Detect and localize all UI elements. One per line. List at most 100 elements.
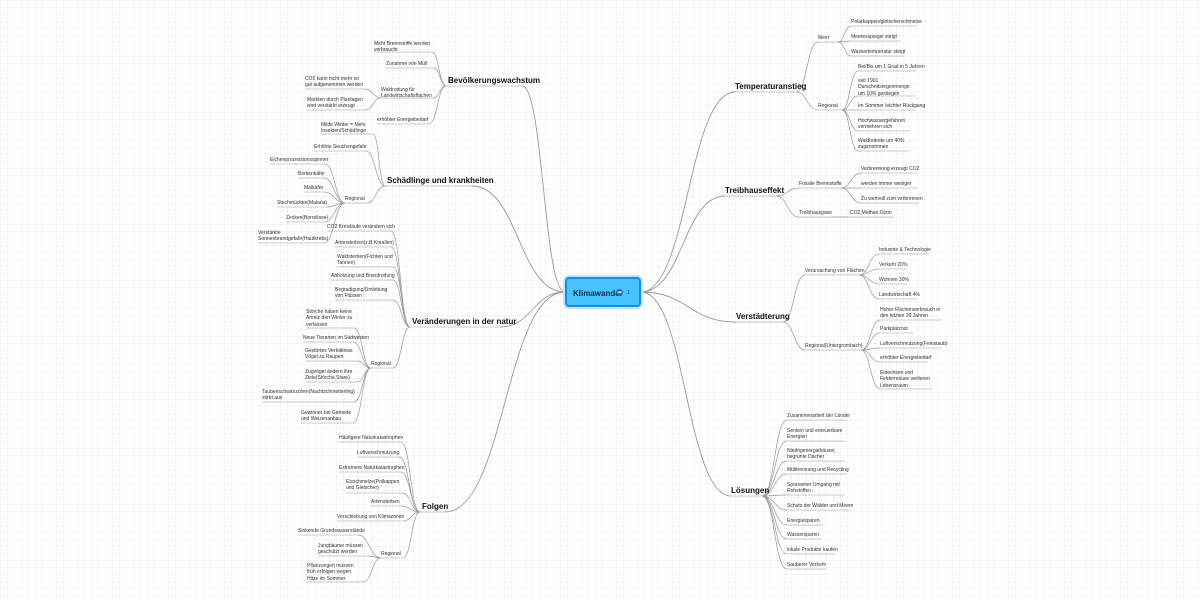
node-sommer-rueckgang[interactable]: Im Sommer leichter Rückgang [858, 103, 926, 109]
connector [431, 51, 447, 87]
node-energiebedarf-1[interactable]: erhöhter Energiebedarf [377, 117, 429, 123]
node-co2-kreislaeufe[interactable]: CO2 Kreisläufe verändern sich [327, 224, 396, 230]
node-zugvoegel[interactable]: Zugvögel ändern ihre Ziele(Störche,Stare… [305, 369, 353, 382]
node-lokale-produkte[interactable]: lokale Produkte kaufen [787, 547, 838, 553]
node-artensterben-korallen[interactable]: Artensterben(z.B.Korallen) [335, 240, 394, 246]
node-rohstoffe[interactable]: Sparsamer Umgang mit Rohstoffen [787, 482, 840, 495]
branch-loesungen[interactable]: Lösungen [731, 486, 770, 495]
node-schutz-waelder[interactable]: Schutz der Wälder und Meere [787, 503, 854, 509]
connector [402, 511, 421, 522]
node-zunahme-muell[interactable]: Zunahme von Müll [386, 61, 428, 67]
node-extremere-katastrophen[interactable]: Extremere Naturkatastrophen [339, 465, 405, 471]
node-waldbraende[interactable]: Waldbrände um 40% zugenommen [858, 138, 905, 151]
node-neue-tierarten[interactable]: Neue Tierarten im Südwesten [303, 335, 369, 341]
branch-schaedlinge[interactable]: Schädlinge und krankheiten [387, 176, 494, 185]
node-waldsterben[interactable]: Waldsterben(Fichten und Tannen) [337, 254, 393, 267]
node-voegel-raupen[interactable]: Gestörtes Verhältniss Vögel zu Raupen [305, 348, 353, 361]
node-niedrigenergiehaeuser[interactable]: Niedrigenergiehäuser, begrünte Dächer [787, 448, 836, 461]
connector [392, 326, 411, 369]
connector [323, 191, 346, 204]
connector [390, 246, 411, 328]
node-energiesparen[interactable]: Energiesparen [787, 518, 820, 524]
root-node[interactable]: Klimawandel ☁ 1 [565, 277, 641, 307]
connector [841, 109, 859, 132]
node-wassertemperatur[interactable]: Wassertemperatur steigt [851, 49, 906, 55]
node-seuchengefahr[interactable]: Erhöhte Seuchengefahr [314, 144, 367, 150]
node-industrie[interactable]: Industrie & Technologie [879, 247, 931, 253]
node-eichenprozessionsspinner[interactable]: Eichenprozessionsspinner [270, 157, 329, 163]
node-meer[interactable]: Meer [818, 35, 830, 41]
branch-veraenderungen-natur[interactable]: Veränderungen in der natur [412, 317, 517, 326]
node-hochwasser[interactable]: Hochwassergefahren vermehren sich [858, 118, 906, 131]
node-regional-folgen[interactable]: Regional [381, 551, 401, 557]
branch-verstaedterung[interactable]: Verstädterung [736, 312, 790, 321]
node-parkplatznot[interactable]: Parkplatznot [880, 326, 908, 332]
connector [761, 495, 788, 511]
node-waldrodung[interactable]: Waldrodung für Landwirtschaftsflächen [381, 87, 432, 100]
node-regional-temperatur[interactable]: Regional [818, 103, 838, 109]
node-grundwasser[interactable]: Sinkende Grundwasserstände [298, 528, 365, 534]
node-erneuerbare-energien[interactable]: Senken und erneuerbare Energien [787, 428, 843, 441]
branch-bevoelkerungswachstum[interactable]: Bevölkerungswachstum [448, 76, 541, 85]
node-verkehr[interactable]: Verkehr 20% [879, 262, 908, 268]
branch-treibhauseffekt[interactable]: Treibhauseffekt [725, 186, 785, 195]
connector [761, 495, 788, 570]
branch-folgen[interactable]: Folgen [422, 502, 449, 511]
node-plantagen[interactable]: Markt­en durch Plantagen wird verstärkt … [307, 97, 363, 110]
node-energiebedarf-2[interactable]: erhöhter Energiebedarf [880, 355, 932, 361]
node-abholzung[interactable]: Abholzung und Brandrodung [331, 273, 395, 279]
node-regional-natur[interactable]: Regional [371, 361, 391, 367]
connector [775, 195, 800, 218]
node-co2-aufnahme[interactable]: CO2 kann nicht mehr so gut aufgenommen w… [305, 76, 364, 89]
connector [364, 97, 382, 111]
node-verbrennung-co2[interactable]: Verbrennung erzeugt CO2 [861, 166, 920, 172]
node-sonnenbrand[interactable]: Verstärkte Sonnenbrandgefahr(Hautkrebs) [258, 230, 329, 243]
connector [392, 266, 411, 328]
node-taubenschwaenzchen[interactable]: Taubenschwänzchen(Nachtschmetterling) st… [262, 389, 355, 402]
node-jungbaeume[interactable]: Jungbäume müssen geschützt werden [318, 543, 364, 556]
connector [365, 150, 386, 187]
node-eidechsen[interactable]: Eidechsen und Feldermäuse verlieren Lebe… [880, 370, 930, 389]
node-co2-methan-ozon[interactable]: CO2,Methan,Ozon [850, 210, 892, 216]
node-flaechenverbrauch[interactable]: Hoher Flächenverbrauch in den letzten 20… [880, 307, 941, 320]
node-zecken[interactable]: Zecken(Borreliose) [286, 215, 329, 221]
node-pflanzungen[interactable]: Pflanzungen müssen früh erfolgen wegen H… [307, 563, 354, 582]
node-fossile-brennstoffe[interactable]: Fossile Brennstoffe [799, 181, 842, 187]
node-sauberer-verkehr[interactable]: Sauberer Verkehr [787, 562, 827, 568]
node-begradigung[interactable]: Begradigung/Umleitung von Flüssen [335, 287, 388, 300]
node-klimazonen[interactable]: Verschiebung von Klimazonen [337, 514, 405, 520]
node-mehr-brennstoffe[interactable]: Mehr Brennstoffe werden verbraucht [374, 41, 431, 54]
branch-temperaturanstieg[interactable]: Temperaturanstieg [735, 82, 807, 91]
node-artensterben[interactable]: Artensterben [371, 499, 400, 505]
connector [761, 494, 788, 497]
node-meeresspiegel[interactable]: Meeresspiegel steigt [851, 34, 897, 40]
node-verursachung-flaechen[interactable]: Verursachung von Flächen [805, 268, 865, 274]
node-eisschmelze[interactable]: Eisschmelze(Polkappen und Gletscher) [346, 479, 400, 492]
node-stoerche-winter[interactable]: Störche haben keine Anreiz den Winter zu… [306, 309, 353, 328]
node-regional-schaedlinge[interactable]: Regional [345, 196, 365, 202]
node-stechmuecken[interactable]: Stechmücken(Malaria) [277, 200, 328, 206]
node-treibhausgase[interactable]: Treibhausgase [799, 210, 832, 216]
node-zu-wertvoll[interactable]: Zu wertvoll zum verbrennen [861, 196, 923, 202]
node-wohnen[interactable]: Wohnen 30% [879, 277, 909, 283]
node-feinstaub[interactable]: Luftverschmutzung(Feinstaub) [880, 341, 948, 347]
node-regional-untergrombach[interactable]: Regional(Untergrombach) [805, 343, 863, 349]
node-polarkappen[interactable]: Polarkappen/gletscherschmelze [851, 19, 922, 25]
node-milde-winter[interactable]: Milde Winter = Mehr Insekten/Schädlinge [321, 122, 367, 135]
node-landwirtschaft[interactable]: Landwirtschaft 4% [879, 292, 920, 298]
node-luftverschmutzung[interactable]: Luftverschmutzung [357, 450, 400, 456]
node-gewinner-getreide[interactable]: Gewinner bei Getreide und Weizenanbau [301, 410, 352, 423]
node-immer-weniger[interactable]: werden immer weniger [861, 181, 912, 187]
node-wassersparen[interactable]: Wassersparen [787, 532, 820, 538]
connector [367, 555, 382, 559]
connector [326, 202, 346, 208]
node-maikaefer[interactable]: Maikäfer [304, 185, 324, 191]
node-grad-anstieg[interactable]: Bei/Bis um 1 Grad in 5 Jahren [858, 64, 925, 70]
node-muelltrennung[interactable]: Mülltrennung und Recycling [787, 467, 849, 473]
node-zusammenarbeit[interactable]: Zusammenarbeit der Länder [787, 413, 851, 419]
node-haeufigere-katastrophen[interactable]: Häufigere Naturkatastrophen [339, 435, 404, 441]
node-borkenkaefer[interactable]: Borkenkäfer [298, 171, 325, 177]
node-regenmenge[interactable]: seit 1901 Durschnitsregenmenge um 10% ge… [858, 78, 910, 97]
connector [860, 332, 881, 351]
